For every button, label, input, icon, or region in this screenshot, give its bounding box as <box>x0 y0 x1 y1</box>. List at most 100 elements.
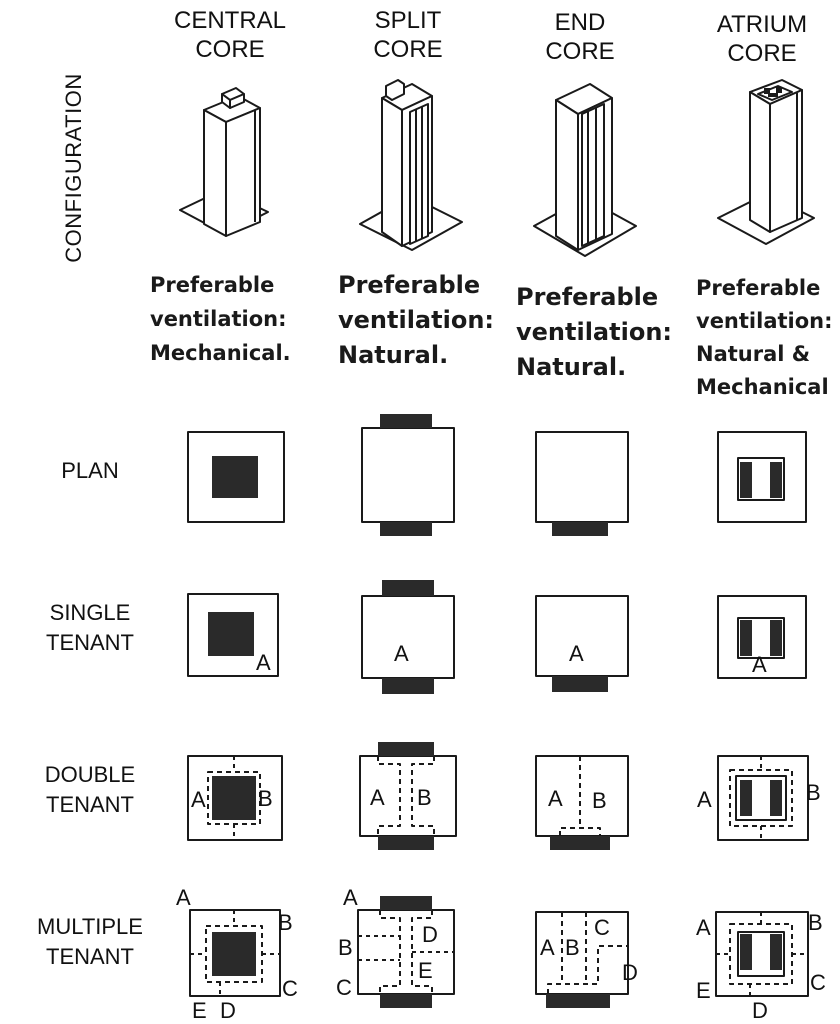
tenant-label: B <box>565 935 580 960</box>
tenant-label: A <box>540 935 555 960</box>
vent-line: ventilation: <box>696 309 833 333</box>
vent-central: Preferable ventilation: Mechanical. <box>150 268 291 370</box>
header-line: SPLIT <box>374 7 442 34</box>
tenant-label: B <box>592 788 607 813</box>
row-label-line: TENANT <box>46 792 134 817</box>
vent-line: ventilation: <box>150 307 287 331</box>
plan-end <box>535 431 629 536</box>
header-central-core: CENTRAL CORE <box>155 6 305 64</box>
tenant-label: C <box>810 970 826 995</box>
header-line: END <box>554 9 606 36</box>
multiple-split <box>357 896 455 1008</box>
tenant-label: C <box>336 975 352 1000</box>
core-block <box>382 678 434 694</box>
core-block <box>380 414 432 428</box>
core-block <box>212 932 256 976</box>
tenant-label: C <box>594 915 610 940</box>
vent-line: Natural. <box>338 341 449 369</box>
vent-line: Preferable <box>150 273 275 297</box>
header-split-core: SPLIT CORE <box>333 6 483 64</box>
tenant-label: A <box>569 641 584 666</box>
core-block <box>770 780 782 816</box>
row-label-line: TENANT <box>46 630 134 655</box>
header-line: CORE <box>373 36 443 63</box>
plan-split <box>361 414 455 536</box>
tenant-label: E <box>418 958 433 983</box>
core-block <box>552 676 608 692</box>
row-label-line: MULTIPLE <box>37 914 143 939</box>
vent-line: Preferable <box>516 283 659 311</box>
tenant-label: A <box>256 650 271 675</box>
vent-line: Natural. <box>516 353 627 381</box>
header-line: CENTRAL <box>173 7 287 34</box>
multiple-atrium <box>715 911 809 997</box>
tenant-label: A <box>191 787 206 812</box>
tenant-label: A <box>548 786 563 811</box>
tenant-label: D <box>622 960 638 985</box>
core-block <box>740 780 752 816</box>
vent-line: Preferable <box>338 271 481 299</box>
tenant-label: D <box>752 998 768 1023</box>
core-block <box>212 456 258 498</box>
header-line: CORE <box>545 38 615 65</box>
tenant-label: D <box>422 922 438 947</box>
header-end-core: END CORE <box>505 8 655 66</box>
header-line: CORE <box>195 36 265 63</box>
tenant-label: B <box>417 785 432 810</box>
core-block <box>380 896 432 910</box>
tower-atrium-core <box>717 79 815 245</box>
tenant-label: E <box>696 978 711 1003</box>
vent-atrium: Preferable ventilation: Natural & Mechan… <box>696 272 833 404</box>
tower-split-core <box>359 79 463 251</box>
tower-central-core <box>179 87 269 237</box>
row-label-line: PLAN <box>61 458 119 483</box>
tenant-label: A <box>370 785 385 810</box>
vent-line: Mechanical <box>696 375 829 399</box>
tenant-label: A <box>752 652 767 677</box>
single-central <box>187 593 279 677</box>
double-atrium <box>717 755 809 841</box>
single-atrium <box>717 595 807 679</box>
core-block <box>382 580 434 596</box>
core-block <box>208 612 254 656</box>
header-atrium-core: ATRIUM CORE <box>687 10 837 68</box>
single-split <box>361 580 455 694</box>
core-block <box>378 742 434 756</box>
core-block <box>550 836 610 850</box>
double-central <box>187 755 283 841</box>
core-block <box>380 522 432 536</box>
tenant-label: A <box>697 787 712 812</box>
core-block <box>770 934 782 970</box>
multiple-end <box>535 911 629 1008</box>
core-block <box>770 462 782 498</box>
row-label-line: DOUBLE <box>44 762 136 787</box>
tenant-label: B <box>278 910 293 935</box>
core-block <box>740 462 752 498</box>
vent-line: Preferable <box>696 276 821 300</box>
row-label-multiple: MULTIPLE TENANT <box>10 912 170 972</box>
tenant-label: B <box>806 780 821 805</box>
header-line: ATRIUM <box>716 11 808 38</box>
vent-line: Mechanical. <box>150 341 291 365</box>
tenant-label: A <box>176 885 191 910</box>
core-block <box>380 994 432 1008</box>
vent-line: ventilation: <box>338 306 494 334</box>
tenant-label: A <box>696 915 711 940</box>
vent-line: Natural & <box>696 342 811 366</box>
double-end <box>535 755 629 850</box>
tenant-label: C <box>282 976 298 1001</box>
tenant-label: A <box>343 885 358 910</box>
core-block <box>740 934 752 970</box>
multiple-central <box>189 909 281 997</box>
vent-split: Preferable ventilation: Natural. <box>338 268 494 373</box>
tenant-label: A <box>394 641 409 666</box>
single-end <box>535 595 629 692</box>
vent-end: Preferable ventilation: Natural. <box>516 280 672 385</box>
tenant-label: D <box>220 998 236 1023</box>
core-block <box>546 994 610 1008</box>
core-block <box>378 836 434 850</box>
tenant-label: B <box>258 786 273 811</box>
plan-central <box>187 431 285 523</box>
